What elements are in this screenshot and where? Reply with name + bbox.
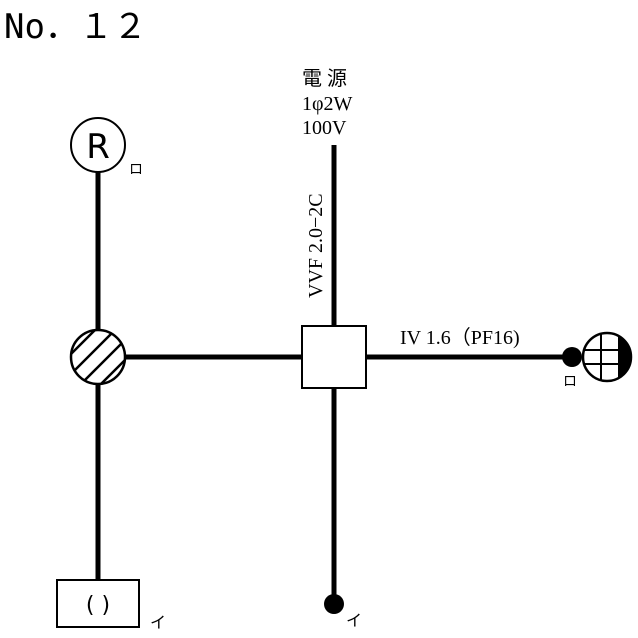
lamp-switch-label: イ [150,613,166,632]
outlet-terminal-dot [562,347,582,367]
bottom-terminal-dot [324,594,344,614]
hatched-lamp-symbol [69,328,127,386]
supply-cable-label: VVF 2.0−2C [305,193,327,298]
power-phase-label: 1φ2W [302,93,353,115]
diagram-title: No．１２ [4,7,147,47]
power-source-label: 電 源 [302,67,347,90]
outlet-cable-label: IV 1.6（PF16) [400,326,520,349]
fixture-symbol [581,331,633,383]
bottom-switch-label: イ [346,611,362,630]
switch-box: ( ) [56,579,140,628]
receptacle-letter: R [86,127,110,167]
outlet-switch-label: ロ [563,374,577,390]
junction-box [301,325,367,389]
receptacle-symbol: R [70,117,126,173]
switch-box-mark: ( ) [86,593,110,618]
receptacle-switch-label: ロ [129,162,143,178]
power-voltage-label: 100V [302,117,347,139]
